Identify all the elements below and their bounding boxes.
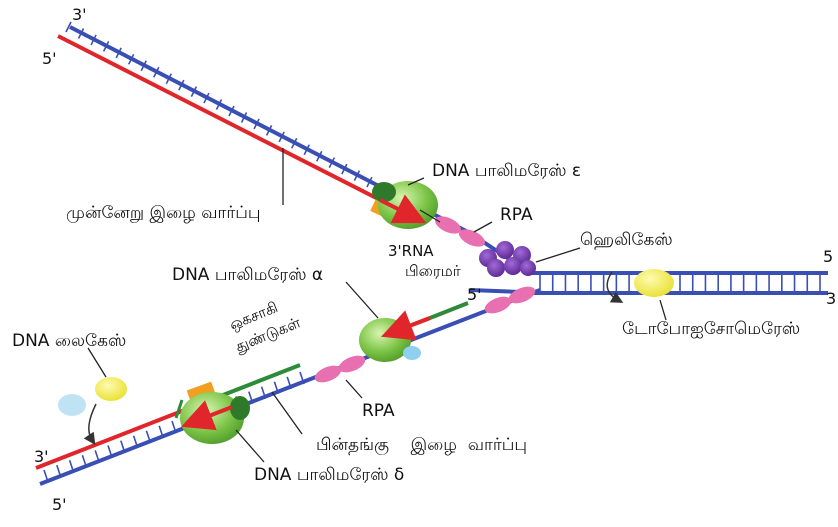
leader-lines xyxy=(87,148,667,463)
end-label-bottom-5: 5' xyxy=(52,495,67,514)
dna-pol-alpha-label: DNA பாலிமரேஸ் α xyxy=(172,265,323,285)
helicase xyxy=(479,241,536,277)
rpa-lagging-proteins xyxy=(314,286,536,383)
dna-polymerase-alpha xyxy=(359,310,431,362)
end-label-right-5: 5 xyxy=(823,247,833,266)
end-label-bottom-3: 3' xyxy=(34,447,49,466)
topoisomerase xyxy=(606,269,674,303)
rna-primer-label-line1: 3'RNA xyxy=(388,242,434,260)
dna-ligase xyxy=(58,377,127,445)
rpa-bottom-label: RPA xyxy=(362,401,395,421)
lagging-strand-label: பின்தங்கு இழை வார்ப்பு xyxy=(316,435,527,455)
leading-strand-label: முன்னேறு இழை வார்ப்பு xyxy=(66,203,261,223)
end-label-lagging-5: 5' xyxy=(467,285,482,304)
dna-ligase-label: DNA லைகேஸ் xyxy=(12,331,126,351)
topoisomerase-label: டோபோஐசோமெரேஸ் xyxy=(622,319,800,339)
dna-pol-delta-label: DNA பாலிமரேஸ் δ xyxy=(254,465,404,485)
rna-primer-label-line2: பிரைமர் xyxy=(405,262,461,280)
dna-polymerase-delta xyxy=(174,381,250,444)
helicase-label: ஹெலிகேஸ் xyxy=(580,230,673,250)
end-label-right-3: 3 xyxy=(826,289,836,308)
parental-duplex xyxy=(525,271,828,295)
end-label-top-5: 5' xyxy=(42,49,57,68)
dna-polymerase-epsilon xyxy=(370,181,438,229)
rpa-top-label: RPA xyxy=(500,205,533,225)
end-label-top-3: 3' xyxy=(72,5,87,24)
rpa-top-proteins xyxy=(434,216,486,247)
dna-pol-epsilon-label: DNA பாலிமரேஸ் ε xyxy=(432,161,581,181)
